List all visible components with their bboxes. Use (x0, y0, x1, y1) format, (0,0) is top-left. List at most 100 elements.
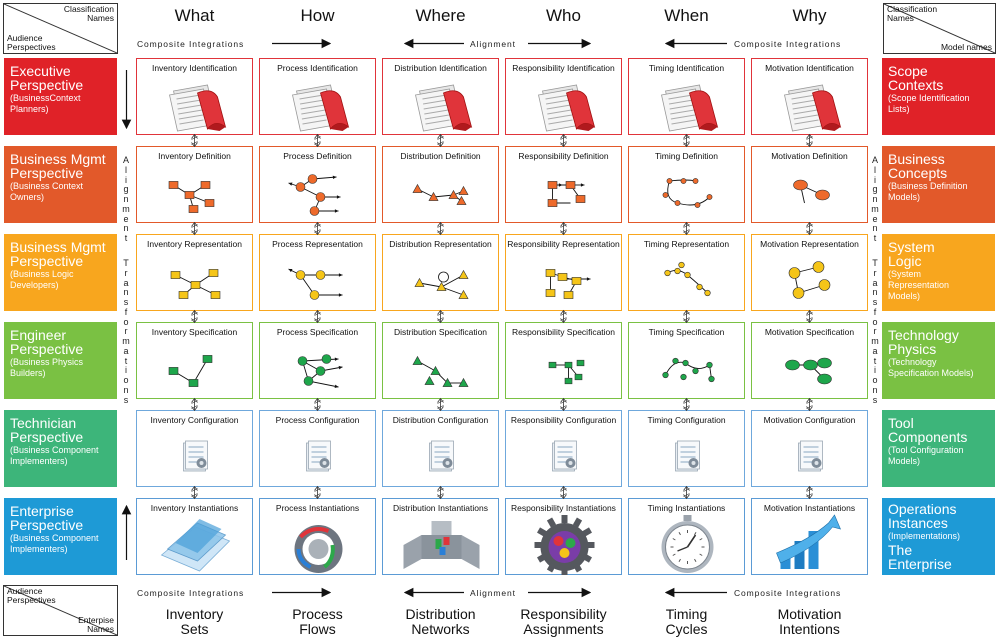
model-subtitle: (Scope Identification Lists) (888, 93, 970, 114)
document-icon (292, 84, 350, 132)
perspective-title: Executive Perspective (10, 63, 84, 93)
composite-integrations-label-bottom-right: Composite Integrations (734, 588, 842, 598)
perspective-title: Technician Perspective (10, 415, 84, 445)
cell-title: Motivation Instantiations (763, 503, 856, 513)
framework-cell[interactable]: Process Specification (259, 322, 376, 399)
cell-title: Process Configuration (275, 415, 360, 425)
framework-cell[interactable]: Distribution Instantiations (382, 498, 499, 575)
framework-cell[interactable]: Process Instantiations (259, 498, 376, 575)
column-footer: Process Flows (292, 606, 343, 637)
perspective-title: Engineer Perspective (10, 327, 84, 357)
configuration-sheet-icon (183, 440, 208, 472)
framework-cell[interactable]: Timing Specification (628, 322, 745, 399)
audience-perspectives-label: Audience Perspectives (7, 586, 56, 605)
framework-cell[interactable]: Motivation Representation (751, 234, 868, 311)
framework-cell[interactable]: Responsibility Specification (505, 322, 622, 399)
framework-cell[interactable]: Timing Configuration (628, 410, 745, 487)
cell-title: Distribution Identification (394, 63, 487, 73)
framework-cell[interactable]: Responsibility Representation (505, 234, 622, 311)
audience-perspectives-label: Audience Perspectives (7, 33, 56, 52)
perspective-subtitle: (Business Component Implementers) (10, 533, 99, 554)
composite-integrations-label-top-left: Composite Integrations (137, 39, 245, 49)
document-icon (784, 84, 842, 132)
framework-cell[interactable]: Distribution Specification (382, 322, 499, 399)
alignment-label-bottom: Alignment (470, 588, 516, 598)
framework-cell[interactable]: Timing Instantiations (628, 498, 745, 575)
cell-title: Process Definition (283, 151, 352, 161)
stopwatch-icon (661, 515, 714, 573)
framework-cell[interactable]: Motivation Configuration (751, 410, 868, 487)
framework-cell[interactable]: Timing Identification (628, 58, 745, 135)
framework-cell[interactable]: Motivation Definition (751, 146, 868, 223)
framework-cell[interactable]: Inventory Specification (136, 322, 253, 399)
transparent-layers-icon (160, 519, 231, 572)
cell-title: Process Specification (276, 327, 359, 337)
document-icon (415, 84, 473, 132)
model-title: Scope Contexts (888, 63, 944, 93)
framework-cell[interactable]: Responsibility Instantiations (505, 498, 622, 575)
perspective-subtitle: (Business Logic Developers) (10, 269, 74, 290)
model-subtitle: (Business Definition Models) (888, 181, 968, 202)
cell-title: Timing Identification (648, 63, 725, 73)
model-graph-icon (168, 181, 215, 213)
column-footer: Motivation Intentions (777, 606, 842, 637)
document-icon (538, 84, 596, 132)
document-icon (169, 84, 227, 132)
framework-cell[interactable]: Inventory Configuration (136, 410, 253, 487)
row-model-label: System Logic(System Representation Model… (882, 234, 995, 311)
framework-cell[interactable]: Distribution Identification (382, 58, 499, 135)
framework-cell[interactable]: Responsibility Definition (505, 146, 622, 223)
cell-title: Inventory Instantiations (150, 503, 239, 513)
framework-cell[interactable]: Timing Definition (628, 146, 745, 223)
configuration-sheet-icon (798, 440, 823, 472)
model-graph-icon (288, 268, 343, 300)
model-graph-icon (785, 357, 832, 385)
cell-title: Distribution Representation (389, 239, 492, 249)
model-subtitle: (Tool Configuration Models) (888, 445, 964, 466)
framework-cell[interactable]: Responsibility Configuration (505, 410, 622, 487)
framework-cell[interactable]: Process Definition (259, 146, 376, 223)
framework-cell[interactable]: Process Configuration (259, 410, 376, 487)
model-names-label: Model names (940, 42, 992, 52)
composite-integrations-label-bottom-left: Composite Integrations (137, 588, 245, 598)
model-title: Business Concepts (888, 151, 948, 181)
classification-names-label: Classification Names (63, 4, 114, 23)
framework-cell[interactable]: Distribution Representation (382, 234, 499, 311)
row-model-label: Scope Contexts(Scope Identification List… (882, 58, 995, 135)
framework-cell[interactable]: Process Representation (259, 234, 376, 311)
row-perspective-label: Technician Perspective(Business Componen… (4, 410, 117, 487)
framework-cell[interactable]: Timing Representation (628, 234, 745, 311)
framework-cell[interactable]: Inventory Definition (136, 146, 253, 223)
framework-cell[interactable]: Responsibility Identification (505, 58, 622, 135)
framework-cell[interactable]: Distribution Definition (382, 146, 499, 223)
framework-cell[interactable]: Process Identification (259, 58, 376, 135)
enterprise-names-label: Enterpise Names (78, 615, 114, 634)
framework-cell[interactable]: Motivation Specification (751, 322, 868, 399)
model-graph-icon (545, 269, 591, 299)
model-graph-icon (412, 183, 469, 205)
configuration-sheet-icon (429, 440, 454, 472)
framework-cell[interactable]: Inventory Instantiations (136, 498, 253, 575)
corner-top-left: Classification Names Audience Perspectiv… (3, 3, 118, 54)
document-icon (661, 84, 719, 132)
cell-title: Motivation Representation (760, 239, 859, 249)
column-header: Where (415, 6, 466, 25)
framework-cell[interactable]: Motivation Instantiations (751, 498, 868, 575)
cell-title: Distribution Definition (400, 151, 481, 161)
corner-bottom-left: Audience Perspectives Enterpise Names (3, 585, 118, 636)
composite-integrations-label-top-right: Composite Integrations (734, 39, 842, 49)
framework-cell[interactable]: Motivation Identification (751, 58, 868, 135)
framework-cell[interactable]: Inventory Representation (136, 234, 253, 311)
model-graph-icon (664, 261, 711, 297)
gear-cycle-icon (294, 525, 343, 573)
perspective-title: Enterprise Perspective (10, 503, 84, 533)
cell-title: Inventory Specification (151, 327, 238, 337)
configuration-sheet-icon (675, 440, 700, 472)
framework-cell[interactable]: Inventory Identification (136, 58, 253, 135)
column-footer: Responsibility Assignments (520, 606, 607, 637)
column-footer: Timing Cycles (665, 606, 708, 637)
cell-title: Motivation Specification (764, 327, 855, 337)
cell-title: Distribution Specification (393, 327, 488, 337)
framework-cell[interactable]: Distribution Configuration (382, 410, 499, 487)
